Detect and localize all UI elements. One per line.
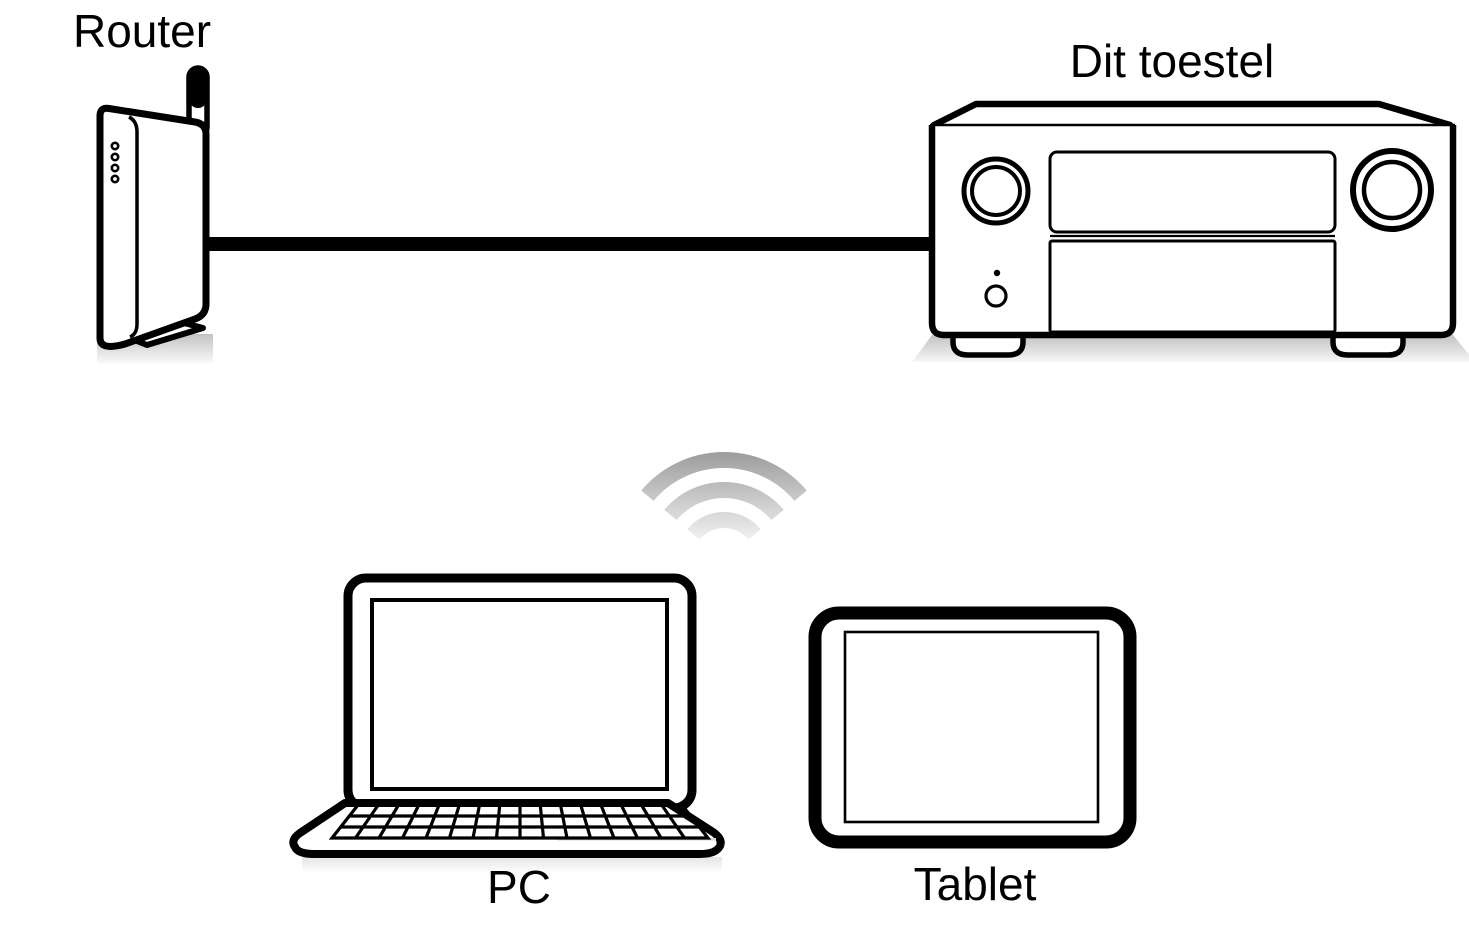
tablet-label: Tablet (913, 858, 1037, 910)
power-button-icon (984, 284, 1008, 308)
tablet-screen (843, 630, 1100, 824)
pc-label: PC (487, 861, 551, 913)
receiver-top-panel (930, 100, 1454, 129)
laptop-keyboard (328, 803, 712, 840)
laptop-shadow (302, 857, 722, 873)
receiver-display (1048, 150, 1337, 334)
input-knob-icon (961, 156, 1031, 226)
router-label: Router (73, 5, 212, 57)
router-led-lights (110, 141, 120, 184)
tablet-icon (805, 605, 1145, 855)
laptop-screen (370, 598, 669, 791)
ethernet-cable-line (200, 237, 935, 251)
router-icon (85, 62, 235, 372)
router-body (96, 104, 210, 350)
volume-knob-icon (1350, 148, 1434, 232)
laptop-icon (289, 565, 740, 875)
unit-label: Dit toestel (1069, 35, 1275, 87)
router-body-edge (128, 115, 139, 339)
receiver-shadow (912, 335, 1469, 362)
av-receiver-icon (912, 95, 1469, 375)
power-led-icon (993, 269, 1001, 277)
wifi-icon (630, 440, 820, 550)
